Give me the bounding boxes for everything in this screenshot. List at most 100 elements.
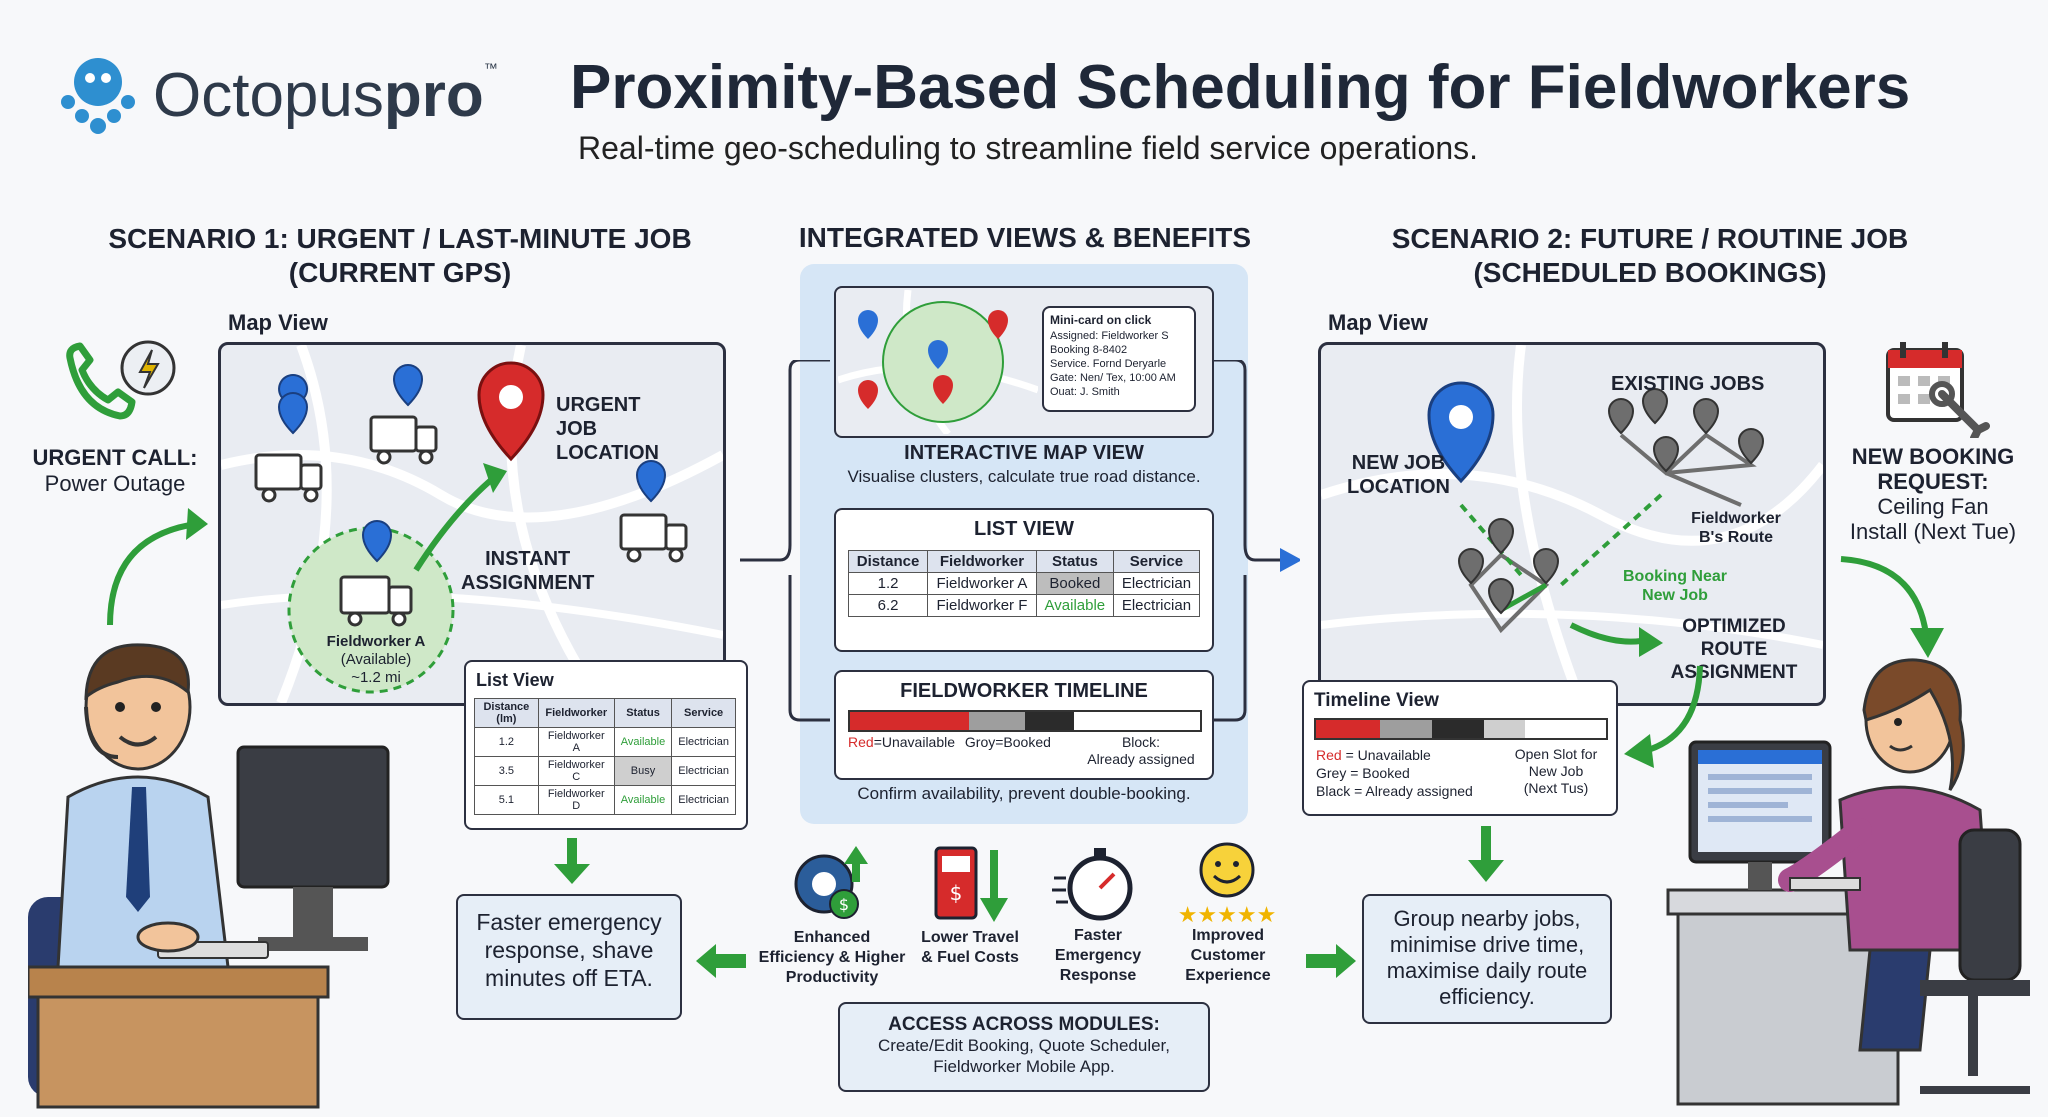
arrow-left-icon [696,944,746,978]
benefit-item-efficiency: Enhanced Efficiency & Higher Productivit… [748,928,916,988]
benefit-item-experience: Improved Customer Experience [1160,926,1296,986]
benefit-label-l1: Enhanced [793,929,871,946]
urgent-job-l3: LOCATION [556,442,659,464]
cell: Fieldworker D [537,785,615,815]
center-list-view[interactable]: LIST VIEW Distance Fieldworker Status Se… [834,508,1214,652]
center-timeline-legend: Red=Unavailable Groy=Booked [848,734,1051,750]
status-cell: Booked [1035,572,1114,595]
benefit-label-l3: Productivity [785,969,879,986]
benefit-label-l2: & Fuel Costs [921,949,1019,966]
table-row[interactable]: 6.2 Fieldworker F Available Electrician [847,594,1201,617]
cell: Electrician [671,756,736,786]
benefit-item-response: Faster Emergency Response [1030,926,1166,986]
cell: Electrician [1112,594,1201,617]
mini-card-title: Mini-card on click [1050,313,1152,327]
s2-legend-grey: Grey = Booked [1316,765,1410,781]
status-cell: Available [1035,594,1114,617]
benefit-label-l1: Improved [1191,927,1264,944]
page-subtitle: Real-time geo-scheduling to streamline f… [578,130,1478,166]
table-row[interactable]: 1.2 Fieldworker A Booked Electrician [847,572,1201,595]
blue-pin-icons [277,364,667,563]
scenario1-list-view[interactable]: List View Distance (lm) Fieldworker Stat… [464,660,748,830]
benefit-label-l2: Efficiency & Higher [758,949,906,966]
legend-red-eq: =Unavailable [873,734,956,750]
table-row[interactable]: 1.2 Fieldworker A Available Electrician [474,727,736,757]
mini-card[interactable]: Mini-card on click Assigned: Fieldworker… [1042,306,1196,412]
request-l4: Install (Next Tue) [1849,519,2017,544]
status-cell: Available [613,727,673,757]
truck-icon-1 [254,453,323,503]
scenario1-title-line2: (CURRENT GPS) [288,257,512,288]
scenario2-timeline[interactable]: Timeline View Red = Unavailable Grey = B… [1302,680,1618,816]
legend-block-l1: Block: [1121,734,1161,750]
scenario2-map-label: Map View [1328,310,1428,335]
phone-icon [66,340,176,420]
calendar-wrench-icon [1886,342,1990,438]
cell: Electrician [671,727,736,757]
existing-jobs-label: EXISTING JOBS [1611,373,1765,395]
open-l2: New Job [1528,763,1584,779]
octopus-logo-icon [61,58,135,134]
new-job-pin-icon [1427,381,1495,484]
svg-text:$: $ [950,881,963,905]
center-timeline-block: Block: Already assigned [1076,734,1206,768]
cell: 1.2 [847,572,929,595]
legend-block-l2: Already assigned [1087,751,1195,767]
center-title: INTEGRATED VIEWS & BENEFITS [798,222,1252,253]
cell: 1.2 [474,727,539,757]
open-l3: (Next Tus) [1523,780,1589,796]
instant-l1: INSTANT [485,548,571,570]
scenario1-map[interactable]: URGENT JOB LOCATION INSTANT ASSIGNMENT F… [218,342,726,706]
urgent-call-label: URGENT CALL: [32,445,198,470]
table-row[interactable]: 3.5 Fieldworker C Busy Electrician [474,756,736,786]
request-l3: Ceiling Fan [1877,494,1989,519]
cell: Electrician [1112,572,1201,595]
scenario2-benefit: Group nearby jobs, minimise drive time, … [1362,894,1612,1024]
scenario1-list-table: Distance (lm) Fieldworker Status Service… [474,698,736,815]
truck-icon-2 [369,415,438,465]
urgent-pin-icon [477,361,545,462]
table-row[interactable]: 5.1 Fieldworker D Available Electrician [474,785,736,815]
near-l1: Booking Near [1622,568,1727,585]
mini-card-line: Ouat: J. Smith [1050,386,1120,398]
confirm-text: Confirm availability, prevent double-boo… [857,784,1191,803]
arrow-right-icon [1306,944,1356,978]
opt-l2: ROUTE [1700,639,1768,660]
cell: Fieldworker A [537,727,615,757]
s2-legend: Red = Unavailable Grey = Booked Black = … [1316,746,1473,800]
benefit-label-l3: Response [1059,967,1137,984]
scenario2-map-canvas [1321,345,1823,703]
route-label: Fieldworker B's Route [1681,509,1791,547]
new-job-l2: LOCATION [1347,476,1450,498]
interactive-map-card[interactable]: Mini-card on click Assigned: Fieldworker… [834,286,1214,438]
benefit-label-l3: Experience [1185,967,1271,984]
s1-benefit-l2: response, shave [484,937,654,963]
truck-icon-fieldworker-a [339,575,413,627]
opt-l1: OPTIMIZED [1682,616,1786,637]
benefit-label-l2: Emergency [1054,947,1142,964]
fieldworker-a-status: (Available) [340,651,412,668]
request-l1: NEW BOOKING [1851,444,2015,469]
center-timeline[interactable]: FIELDWORKER TIMELINE Red=Unavailable Gro… [834,670,1214,780]
open-l1: Open Slot for [1514,746,1598,762]
smiley-stars-icon: ★★★★★ [1178,842,1276,926]
scenario1-map-canvas [221,345,723,703]
urgent-job-l2: JOB [556,418,598,440]
interactive-map-canvas [838,290,1038,434]
scenario2-title: SCENARIO 2: FUTURE / ROUTINE JOB (SCHEDU… [1330,222,1970,290]
scenario1-title: SCENARIO 1: URGENT / LAST-MINUTE JOB (CU… [90,222,710,290]
connector-lines [740,360,1300,722]
center-timeline-bar [848,710,1202,732]
scenario1-list-title: List View [476,670,554,690]
scenario1-map-label: Map View [228,310,328,335]
brand-name-bold: pro [383,61,484,130]
access-line2: Fieldworker Mobile App. [933,1057,1115,1076]
scenario1-benefit: Faster emergency response, shave minutes… [456,894,682,1020]
s2-benefit-l2: minimise drive time, [1389,932,1585,957]
new-job-label: NEW JOB LOCATION [1347,451,1450,499]
scenario2-map[interactable]: EXISTING JOBS NEW JOB LOCATION Fieldwork… [1318,342,1826,706]
route-l1: Fieldworker [1691,510,1781,527]
fuel-pump-icon: $ [934,846,1008,922]
route-l2: B's Route [1698,529,1774,546]
booking-near-label: Booking Near New Job [1605,567,1745,605]
